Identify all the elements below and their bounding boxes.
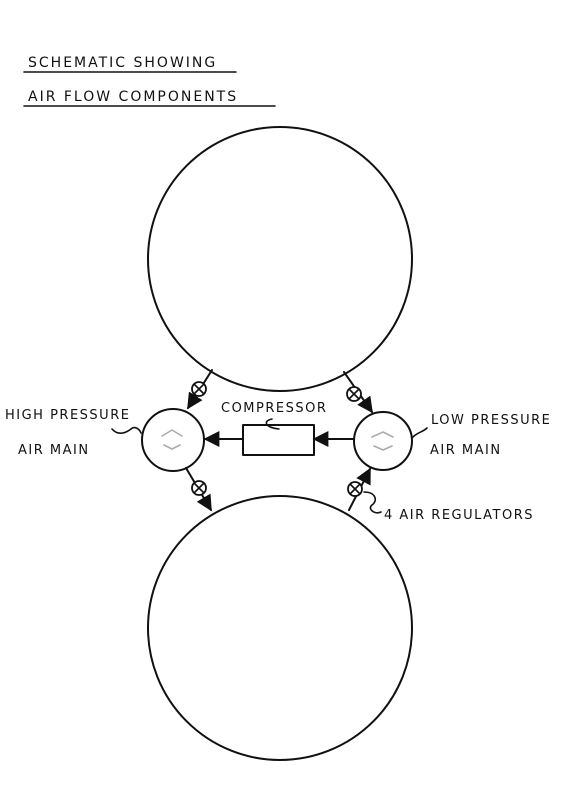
title-line-2: AIR FLOW COMPONENTS — [28, 89, 238, 105]
low-pressure-label-line-1: LOW PRESSURE — [431, 413, 551, 428]
compressor-label: COMPRESSOR — [221, 401, 327, 416]
low-pressure-faint-mark — [371, 431, 394, 451]
regulator-upper-right-icon — [346, 386, 362, 402]
regulator-lower-right-icon — [347, 481, 363, 497]
low-pressure-leader-line — [412, 427, 428, 438]
high-pressure-label-line-2: AIR MAIN — [18, 443, 90, 458]
lower-vessel — [147, 495, 413, 761]
high-pressure-leader-line — [111, 426, 142, 434]
regulators-leader-line — [363, 491, 382, 514]
title-line-1: SCHEMATIC SHOWING — [28, 55, 217, 71]
high-pressure-air-main — [141, 408, 205, 472]
compressor-leader-line — [265, 418, 280, 430]
high-pressure-label-line-1: HIGH PRESSURE — [5, 408, 130, 423]
regulators-label: 4 AIR REGULATORS — [384, 508, 534, 523]
regulator-lower-left-icon — [191, 480, 207, 496]
regulator-upper-left-icon — [191, 381, 207, 397]
high-pressure-faint-mark — [161, 429, 183, 450]
low-pressure-label-line-2: AIR MAIN — [430, 443, 502, 458]
low-pressure-air-main — [353, 411, 413, 471]
upper-vessel — [147, 126, 413, 392]
